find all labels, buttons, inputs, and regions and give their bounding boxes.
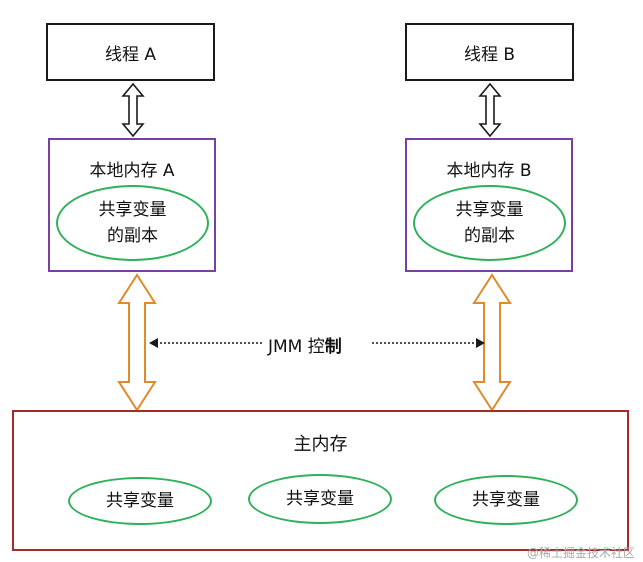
jmm-arrowhead-right [476, 338, 485, 348]
local-b-copy-line2: 的副本 [464, 226, 515, 246]
thread-b-label: 线程 B [463, 44, 516, 65]
local-a-copy-line2: 的副本 [107, 226, 158, 246]
local-b-copy-line1: 共享变量 [455, 200, 524, 220]
jmm-control-label: JMM 控制 [262, 332, 348, 357]
main-memory-title: 主内存 [293, 434, 348, 455]
local-a-main-double-arrow [117, 273, 157, 412]
main-shared-variable-1: 共享变量 [106, 491, 174, 511]
main-shared-variable-2: 共享变量 [286, 489, 354, 509]
local-memory-a-box: 本地内存 A 共享变量 的副本 [48, 138, 216, 272]
thread-b-local-double-arrow [478, 82, 502, 138]
local-memory-b-copy-ellipse: 共享变量 的副本 [413, 185, 566, 261]
local-memory-a-copy-ellipse: 共享变量 的副本 [56, 185, 209, 261]
main-shared-variable-ellipse-3: 共享变量 [434, 475, 578, 525]
main-shared-variable-ellipse-2: 共享变量 [248, 474, 392, 524]
local-memory-a-title: 本地内存 A [89, 161, 175, 181]
local-a-copy-line1: 共享变量 [98, 200, 167, 220]
jmm-control-prefix: JMM 控 [268, 337, 325, 357]
watermark-text: @稀土掘金技术社区 [526, 546, 635, 560]
main-shared-variable-3: 共享变量 [472, 490, 540, 510]
thread-a-label: 线程 A [104, 44, 157, 65]
main-shared-variable-ellipse-1: 共享变量 [68, 477, 212, 525]
local-memory-b-title: 本地内存 B [446, 161, 532, 181]
thread-a-box: 线程 A [46, 23, 215, 81]
jmm-control-emphasis: 制 [324, 337, 342, 357]
main-memory-box: 主内存 共享变量 共享变量 共享变量 [12, 410, 629, 551]
thread-b-box: 线程 B [405, 23, 574, 81]
jmm-arrowhead-left [149, 338, 158, 348]
thread-a-local-double-arrow [121, 82, 145, 138]
local-memory-b-box: 本地内存 B 共享变量 的副本 [405, 138, 573, 272]
